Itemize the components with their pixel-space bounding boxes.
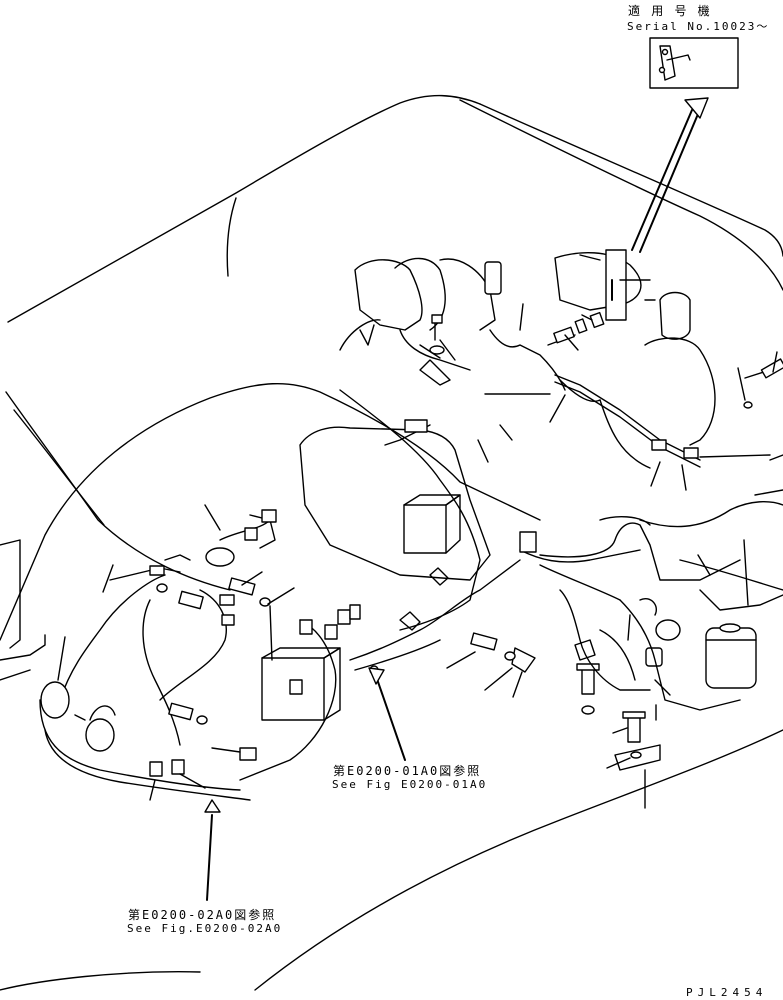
reference-1-jp: 第E0200-01A0図参照: [333, 764, 482, 778]
serial-callout-box: [605, 249, 627, 321]
serial-detail-box: [649, 37, 739, 89]
cab-roof-outline: [7, 94, 783, 323]
reference-arrows: [204, 667, 406, 901]
applicable-serial-label-jp: 適 用 号 機: [628, 4, 712, 18]
reference-1-en: See Fig E0200-01A0: [332, 778, 488, 791]
serial-number-label: Serial No.10023～: [627, 20, 770, 33]
left-components: [39, 509, 521, 801]
reference-2-en: See Fig.E0200-02A0: [127, 922, 283, 935]
leader-lines: [57, 254, 783, 809]
upper-components: [339, 249, 783, 469]
reference-2-jp: 第E0200-02A0図参照: [128, 908, 277, 922]
drawing-code: PJL2454: [686, 986, 768, 999]
serial-arrow: [631, 97, 709, 253]
right-components: [470, 501, 783, 771]
floor-frame-outline: [0, 382, 783, 991]
